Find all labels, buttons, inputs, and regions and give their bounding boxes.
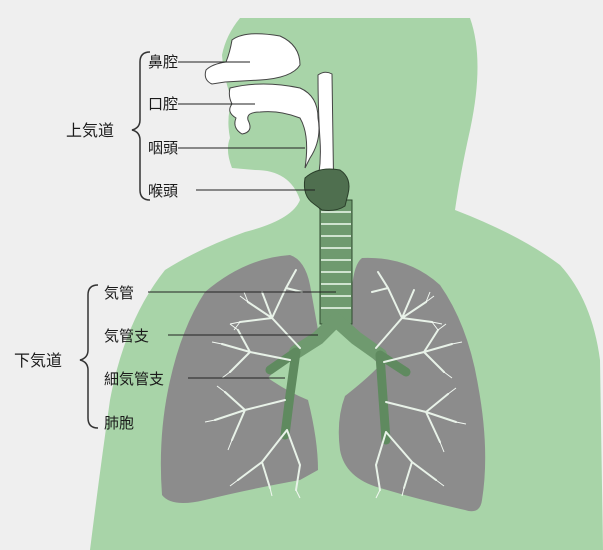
- label-trachea: 気管: [104, 284, 134, 302]
- trachea-shape: [320, 200, 352, 324]
- label-alveoli: 肺胞: [104, 414, 134, 432]
- upper-airway-label: 上気道: [66, 121, 114, 140]
- label-bronchioles: 細気管支: [104, 370, 164, 388]
- lower-airway-bracket: [80, 285, 98, 428]
- upper-airway-bracket: [132, 52, 150, 200]
- label-nasal-cavity: 鼻腔: [148, 53, 178, 71]
- lower-airway-label: 下気道: [14, 351, 62, 370]
- label-pharynx: 咽頭: [148, 139, 178, 157]
- label-bronchi: 気管支: [104, 327, 149, 345]
- label-oral-cavity: 口腔: [148, 95, 178, 113]
- label-larynx: 喉頭: [148, 182, 178, 200]
